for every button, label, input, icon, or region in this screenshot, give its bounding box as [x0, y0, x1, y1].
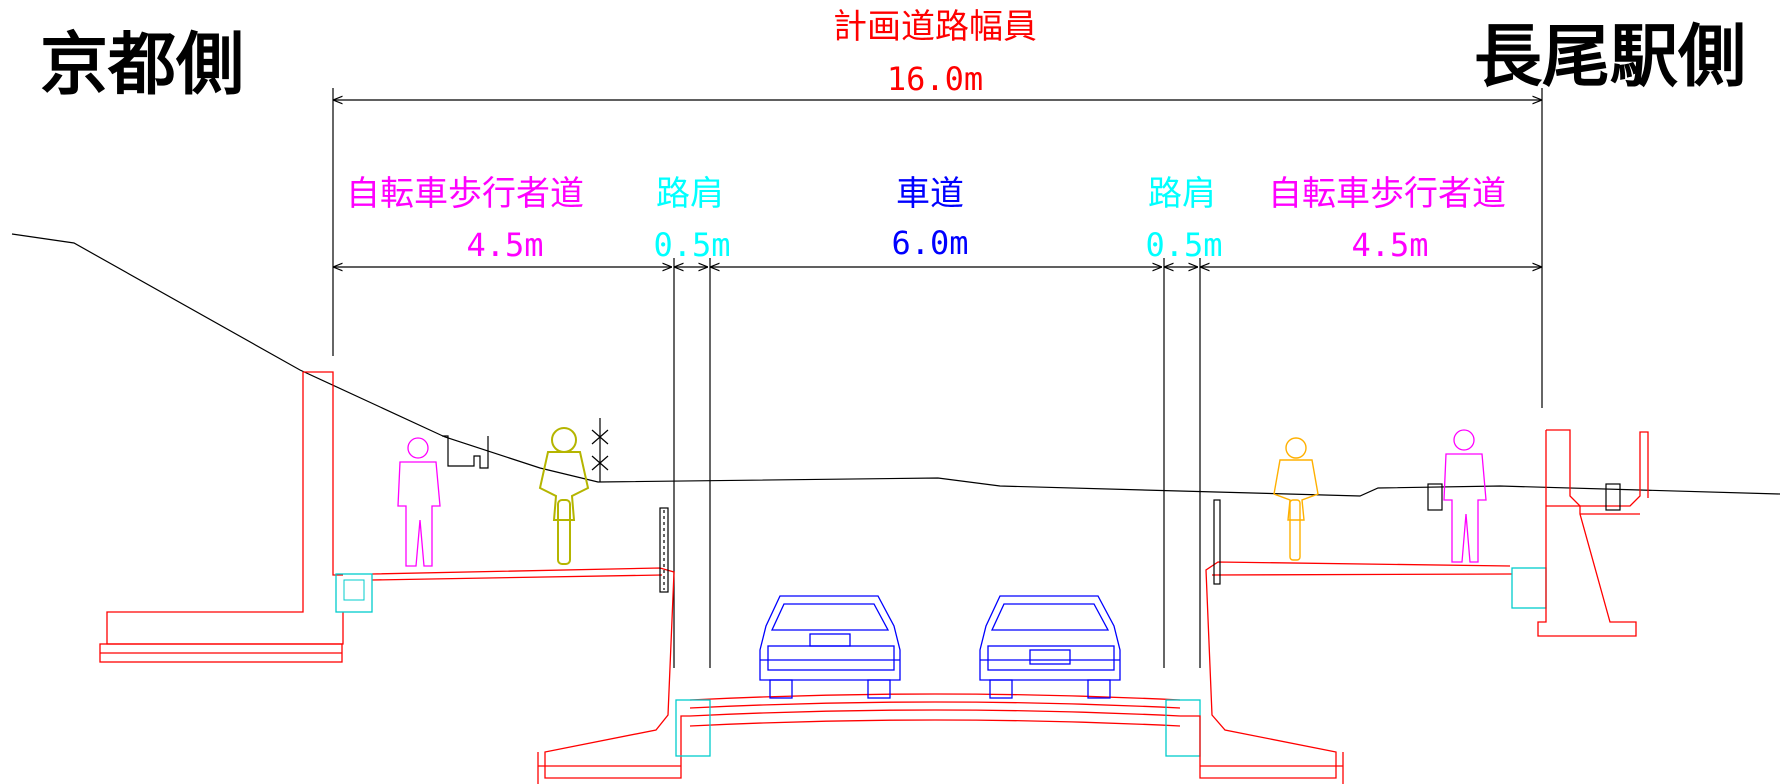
left-gutter-block [675, 699, 711, 757]
section-label-roadway: 車道 [896, 174, 964, 214]
section-value-roadway: 6.0m [891, 224, 968, 262]
cyclist-left [538, 427, 590, 565]
car-left [759, 595, 901, 699]
cyclist-right [1273, 437, 1319, 561]
pedestrian-left [397, 437, 441, 567]
section-value-sidewalk-right: 4.5m [1351, 226, 1428, 264]
section-value-shoulder-left: 0.5m [653, 226, 730, 264]
right-guard-fence [1213, 499, 1221, 585]
existing-ground-line [11, 233, 1780, 497]
right-side-label: 長尾駅側 [1474, 18, 1746, 97]
right-drain-block [1511, 567, 1547, 609]
section-label-shoulder-left: 路肩 [656, 174, 724, 214]
left-side-label: 京都側 [40, 26, 244, 105]
total-width-label: 計画道路幅員 [833, 7, 1037, 47]
right-sidewalk-slab [1180, 561, 1513, 784]
left-sidewalk-slab [371, 567, 690, 784]
section-dimension-line [333, 258, 1542, 668]
left-guard-fence [659, 507, 669, 593]
section-label-sidewalk-left: 自転車歩行者道 [346, 174, 584, 214]
right-gutter-block [1165, 699, 1201, 757]
pedestrian-right [1443, 429, 1487, 563]
right-guard-post [1427, 483, 1621, 511]
section-value-sidewalk-left: 4.5m [466, 226, 543, 264]
right-retaining-wall [1537, 429, 1649, 637]
section-value-shoulder-right: 0.5m [1145, 226, 1222, 264]
section-label-sidewalk-right: 自転車歩行者道 [1268, 174, 1506, 214]
left-drain-block [335, 573, 373, 613]
upper-drain-channel [442, 418, 609, 482]
car-right [979, 595, 1121, 699]
total-dimension-line [332, 88, 1543, 408]
total-width-value: 16.0m [887, 60, 983, 98]
left-retaining-wall [99, 371, 344, 663]
roadway-pavement [689, 693, 1181, 727]
section-label-shoulder-right: 路肩 [1148, 174, 1216, 214]
